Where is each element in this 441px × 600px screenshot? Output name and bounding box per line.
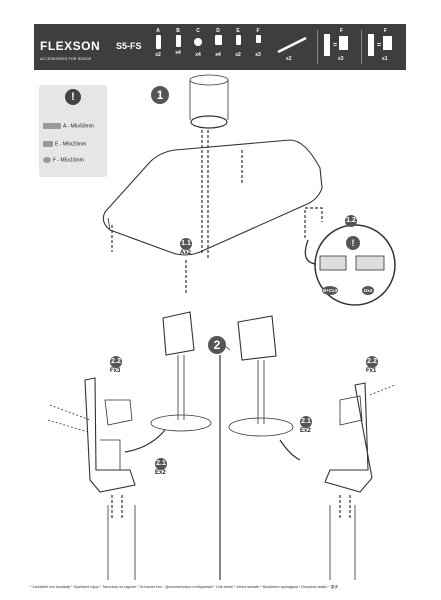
screw-icon [368, 34, 374, 56]
hardware-legend: ! A - M6x50mm E - M6x20mm F - M5x10mm [39, 85, 107, 177]
screw-icon [255, 35, 261, 43]
allen-key-icon [277, 36, 307, 54]
step-2-badge: 2 [208, 336, 226, 354]
header-divider [317, 30, 318, 64]
step-1-badge: 1 [151, 86, 169, 104]
combo-1: = F x3 [324, 28, 354, 66]
warning-icon: ! [346, 236, 360, 250]
right-bracket [324, 382, 373, 493]
b-c-badge: B+Cx4 [322, 286, 339, 295]
screw-icon [175, 35, 181, 47]
bracket-icon [383, 36, 392, 50]
foot-icon [214, 35, 222, 45]
left-bracket [84, 377, 136, 493]
bolt-icon [155, 35, 161, 49]
brand-logo: FLEXSON [40, 39, 101, 53]
step-1-2-label: 1.2 [345, 215, 357, 227]
footer-note: * Zadržitelé smí kandidáji * Šparhand ro… [30, 585, 338, 589]
upper-column [189, 80, 229, 120]
base-plate [102, 139, 323, 256]
legend-row-f: F - M5x10mm [43, 157, 84, 163]
bolt-icon [235, 35, 241, 45]
part-allen-key: x2 [272, 28, 312, 66]
model-number: S5-FS [116, 41, 142, 51]
legend-row-a: A - M6x50mm [43, 123, 94, 129]
d-badge: Dx4 [362, 286, 375, 295]
warning-icon: ! [65, 89, 81, 105]
bracket-icon [339, 36, 348, 50]
brand-tagline: ACCESSORIES FOR SONOS [40, 57, 92, 61]
legend-row-e: E - M6x20mm [43, 141, 86, 147]
combo-2: = F x1 [368, 28, 398, 66]
screw-icon [324, 34, 330, 56]
washer-icon [194, 38, 202, 46]
header-divider [361, 30, 362, 64]
left-speaker [162, 311, 195, 356]
right-speaker [237, 315, 277, 361]
